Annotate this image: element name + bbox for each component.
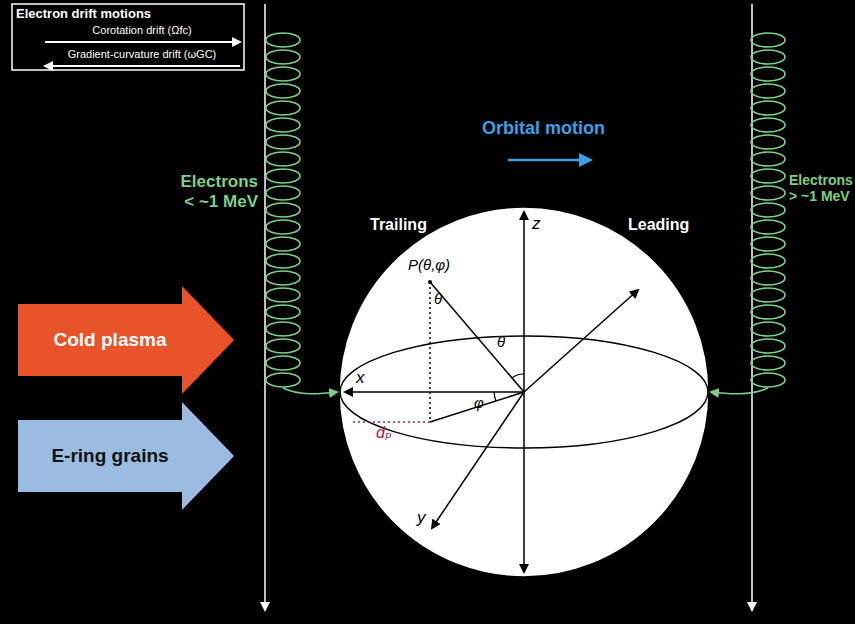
coil-loop: [751, 186, 785, 200]
coil-loop: [266, 305, 300, 319]
legend-label: Corotation drift (Ωfc): [92, 24, 191, 37]
radius-line: [430, 282, 524, 392]
legend-label: Gradient-curvature drift (ωGC): [68, 48, 217, 61]
point-label: P(θ,φ): [408, 256, 450, 273]
block-arrow: E-ring grains: [18, 402, 234, 510]
angle-label: θ: [434, 290, 442, 307]
arrow-label: Cold plasma: [54, 329, 167, 351]
projection-line: [429, 282, 431, 422]
coil-loop: [266, 118, 300, 132]
coil-loop: [266, 186, 300, 200]
legend-arrow-right: [45, 41, 240, 43]
coil-loop: [751, 118, 785, 132]
x-axis: [345, 391, 524, 393]
coil-loop: [266, 101, 300, 115]
coil-loop: [751, 271, 785, 285]
coil-loop: [751, 305, 785, 319]
coil-loop: [751, 135, 785, 149]
block-arrow: Cold plasma: [18, 286, 234, 394]
coil-loop: [266, 67, 300, 81]
angle-label: φ: [474, 394, 484, 411]
orbital-arrow: [508, 159, 590, 162]
axis: [524, 290, 638, 392]
coil-loop: [751, 322, 785, 336]
coil-loop: [266, 271, 300, 285]
distance-line: [350, 421, 430, 423]
coil-loop: [266, 50, 300, 64]
coil-loop: [266, 135, 300, 149]
coil-loop: [266, 356, 300, 370]
field-line: [264, 4, 266, 610]
orbital-label: Orbital motion: [482, 118, 605, 139]
projection-radius: [430, 392, 524, 422]
coil-loop: [751, 101, 785, 115]
coil-loop: [751, 339, 785, 353]
coil-loop: [751, 237, 785, 251]
point: [428, 280, 432, 284]
angle-label: θ: [497, 333, 505, 350]
coil-loop: [751, 67, 785, 81]
y-axis: [432, 392, 524, 528]
coil-loop: [751, 84, 785, 98]
phi-arc: [494, 392, 496, 401]
coil-loop: [266, 373, 300, 387]
coil-loop: [751, 288, 785, 302]
legend-arrow-left: [45, 65, 240, 67]
coil-loop: [266, 339, 300, 353]
coil-loop: [751, 220, 785, 234]
axis-label: z: [532, 214, 541, 234]
coil-loop: [751, 356, 785, 370]
coil-loop: [266, 203, 300, 217]
side-label: Leading: [628, 216, 689, 234]
coil-loop: [266, 322, 300, 336]
side-label: Trailing: [370, 216, 427, 234]
coil-loop: [266, 254, 300, 268]
coil-loop: [266, 220, 300, 234]
arrow-label: E-ring grains: [51, 445, 168, 467]
legend-box: [12, 4, 244, 70]
legend-title: Electron drift motions: [16, 7, 151, 22]
electron-hook: [283, 388, 337, 394]
axis-label: x: [356, 368, 365, 388]
coil-loop: [266, 84, 300, 98]
coil-loop: [751, 203, 785, 217]
distance-label: dₚ: [376, 424, 392, 442]
coil-loop: [266, 152, 300, 166]
coil-loop: [751, 33, 785, 47]
coil-loop: [266, 169, 300, 183]
electron-hook: [711, 388, 768, 394]
theta-arc: [512, 374, 524, 378]
electron-label: Electrons > ~1 MeV: [789, 172, 852, 204]
coil-loop: [266, 237, 300, 251]
coil-loop: [266, 288, 300, 302]
coil-loop: [751, 254, 785, 268]
coil-loop: [751, 169, 785, 183]
axis-label: y: [417, 508, 426, 528]
arrow-fill: [18, 402, 234, 510]
coil-loop: [751, 50, 785, 64]
coil-loop: [751, 152, 785, 166]
coil-loop: [266, 33, 300, 47]
electron-label: Electrons < ~1 MeV: [172, 172, 258, 211]
moon-sphere: [339, 207, 709, 577]
coil-loop: [751, 373, 785, 387]
arrow-fill: [18, 286, 234, 394]
